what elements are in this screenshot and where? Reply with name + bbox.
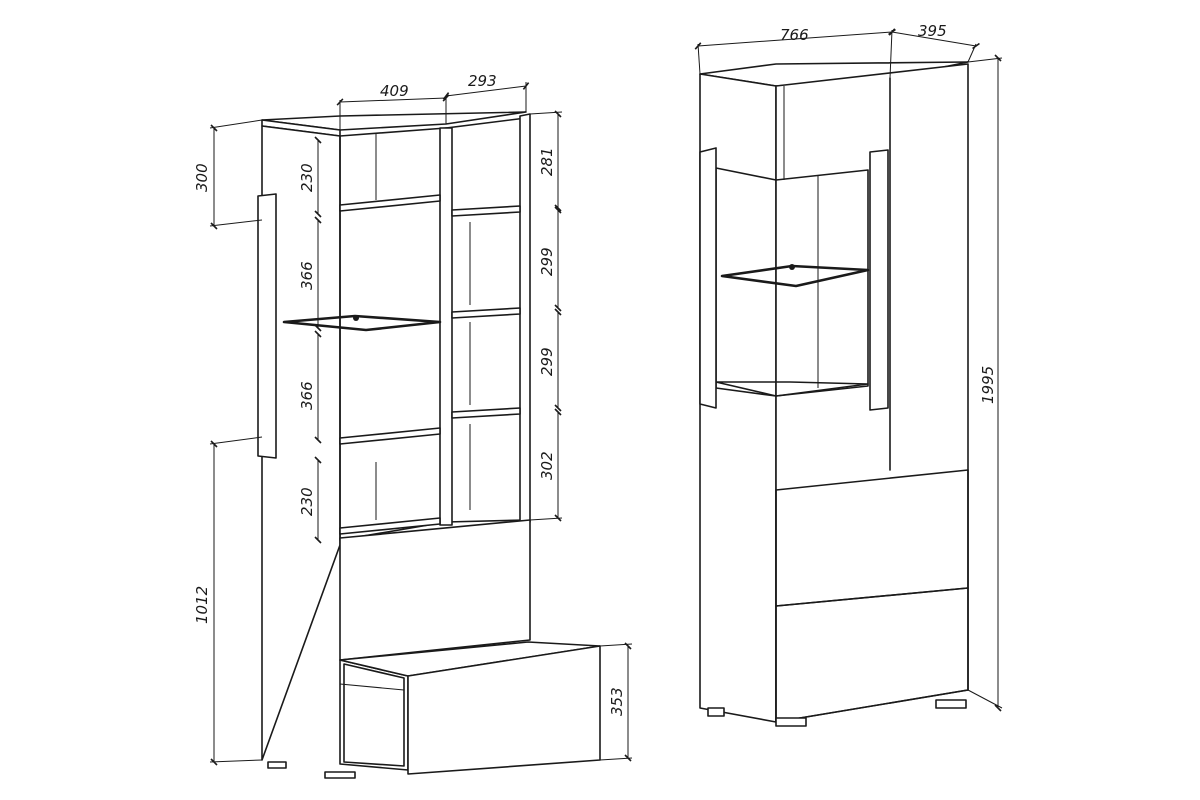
shelf [451,205,521,217]
shelf [339,517,441,535]
left-cabinet-drawing: 409 293 300 230 366 366 230 281 299 299 … [193,72,633,779]
dim-right-col-2: 299 [538,247,556,276]
dim-right-width: 766 [780,26,809,44]
left-door [257,193,277,459]
left-door-handle [699,147,717,409]
dim-lower-height: 1012 [193,586,211,624]
dim-top-height: 300 [193,163,211,192]
right-glass-shelf [720,264,870,288]
right-door-handle [869,149,889,411]
middle-divider [439,127,453,526]
shelf [451,307,521,319]
right-side-panel [519,113,531,525]
dim-right-height: 1995 [979,366,997,404]
right-cabinet-drawing: 766 395 1995 [694,22,1003,727]
dim-shelf-2: 366 [298,261,316,290]
dim-right-depth: 395 [918,22,947,40]
dim-right-col-4: 302 [538,451,556,480]
dim-width-side: 293 [468,72,497,90]
dim-width-main: 409 [380,82,409,100]
dim-shelf-1: 230 [298,163,316,192]
dim-right-col-3: 299 [538,347,556,376]
dim-right-col-1: 281 [538,147,556,176]
dim-shelf-4: 230 [298,487,316,516]
upper-drawer-front [339,519,531,661]
shelf [451,407,521,419]
dim-drawer-height: 353 [608,687,626,716]
dim-shelf-3: 366 [298,381,316,410]
shelf [339,194,441,212]
glass-shelf [282,314,442,332]
shelf [339,427,441,445]
